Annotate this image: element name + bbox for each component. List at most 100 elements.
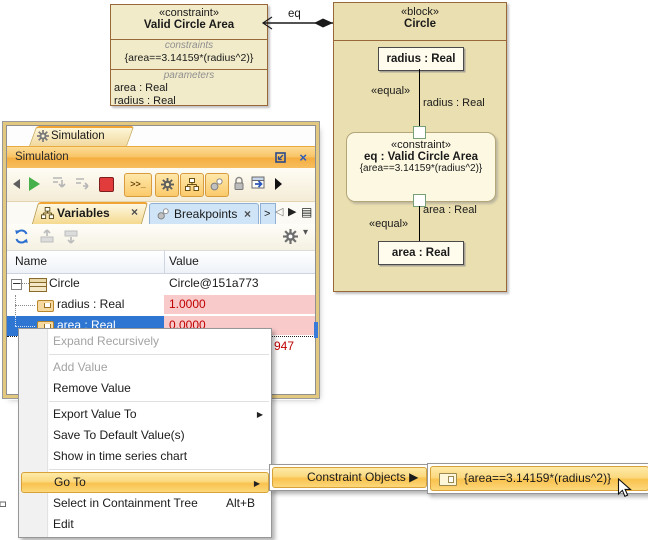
column-header-name[interactable]: Name [15, 254, 47, 268]
inner-constraint-stereotype: «constraint» [347, 139, 495, 151]
parameter-radius: radius : Real [111, 95, 267, 108]
step-over-icon[interactable] [74, 176, 90, 190]
close-tab-icon[interactable]: × [244, 204, 251, 225]
tab-variables-label: Variables [35, 202, 145, 224]
tab-list-icon[interactable]: ▤ [301, 205, 312, 219]
submenu-arrow-icon: ▶ [254, 473, 260, 494]
column-header-value[interactable]: Value [169, 254, 199, 268]
run-button[interactable] [29, 177, 40, 191]
parameters-compartment-label: parameters [111, 70, 267, 82]
menu-item-edit[interactable]: Edit [19, 514, 271, 535]
stop-button[interactable] [99, 177, 114, 192]
tab-variables[interactable]: Variables × [35, 202, 145, 224]
toolbar-overflow-icon[interactable] [275, 178, 282, 190]
pane-tab-row: Variables × Breakpoints × > ◁ ▶ ▤ [7, 202, 315, 224]
radius-pin-label: radius : Real [423, 97, 485, 109]
close-icon[interactable]: × [299, 147, 307, 168]
circle-block-header: «block» Circle [334, 3, 506, 41]
block-circle[interactable]: «block» Circle radius : Real «equal» rad… [333, 2, 507, 292]
table-header[interactable]: Name Value [7, 251, 315, 274]
load-defaults-icon[interactable] [63, 229, 79, 244]
menu-item-remove-value[interactable]: Remove Value [19, 378, 271, 399]
tab-clipped[interactable]: > [260, 203, 276, 225]
menu-separator [49, 354, 269, 355]
document-tab-strip: Simulation [7, 126, 315, 146]
settings-toggle-button[interactable] [155, 173, 179, 197]
menu-item-show-in-time-series[interactable]: Show in time series chart [19, 446, 271, 467]
options-gear-icon[interactable] [283, 229, 298, 244]
step-into-icon[interactable] [51, 176, 67, 190]
table-row-circle[interactable]: Circle Circle@151a773 [7, 274, 315, 295]
table-row-radius[interactable]: radius : Real 1.0000 [7, 295, 315, 316]
go-to-submenu: Constraint Objects ▶ [269, 464, 430, 491]
area-pin-label: area : Real [423, 204, 477, 216]
constraint-stereotype: «constraint» [111, 7, 267, 19]
console-icon: >>_ [130, 179, 146, 189]
constraints-compartment: constraints {area==3.14159*(radius^2)} [111, 39, 267, 69]
refresh-icon[interactable] [14, 229, 29, 244]
menu-item-constraint-object[interactable]: {area==3.14159*(radius^2)} [430, 466, 648, 491]
export-window-icon[interactable] [251, 176, 267, 190]
menu-item-select-in-containment-tree[interactable]: Select in Containment Tree Alt+B [19, 493, 271, 514]
menu-item-expand-recursively[interactable]: Expand Recursively [19, 331, 271, 352]
tab-scroll-right-icon[interactable]: ▶ [288, 205, 296, 218]
float-window-icon[interactable] [274, 151, 287, 164]
constraint-expression: {area==3.14159*(radius^2)} [111, 52, 267, 64]
equal-keyword-bottom: «equal» [369, 218, 408, 230]
constraint-objects-submenu: {area==3.14159*(radius^2)} [427, 463, 648, 494]
close-tab-icon[interactable]: × [131, 202, 138, 223]
mouse-cursor [617, 478, 632, 499]
tab-scroll-left-icon[interactable]: ◁ [275, 205, 283, 218]
submenu-arrow-icon: ▶ [257, 404, 263, 425]
breakpoints-icon [210, 178, 224, 191]
console-toggle-button[interactable]: >>_ [124, 173, 152, 197]
row-value[interactable]: 1.0000 [164, 295, 315, 314]
window-titlebar[interactable]: Simulation × [7, 146, 315, 168]
breakpoints-icon [157, 208, 170, 220]
binding-connector-top [419, 69, 420, 126]
constraints-compartment-label: constraints [111, 40, 267, 52]
binding-connector-bottom [419, 206, 420, 241]
partial-value: 947 [274, 337, 294, 356]
radius-parameter-port[interactable] [413, 126, 426, 139]
error-stripe-marker[interactable] [314, 322, 318, 338]
menu-item-export-value-to[interactable]: Export Value To ▶ [19, 404, 271, 425]
menu-separator [49, 401, 269, 402]
tab-breakpoints[interactable]: Breakpoints × [149, 203, 259, 225]
constraint-block-name: Valid Circle Area [111, 19, 267, 31]
menu-item-go-to[interactable]: Go To ▶ [21, 472, 269, 493]
simulation-document-tab[interactable]: Simulation [29, 126, 127, 146]
menu-item-add-value[interactable]: Add Value [19, 357, 271, 378]
simulation-toolbar: >>_ [7, 168, 315, 202]
block-stereotype: «block» [334, 6, 506, 18]
radius-part-box[interactable]: radius : Real [378, 47, 464, 71]
menu-item-constraint-objects[interactable]: Constraint Objects ▶ [272, 467, 427, 488]
collapse-expander-icon[interactable] [11, 279, 22, 290]
block-instance-icon [29, 278, 47, 292]
row-value[interactable]: Circle@151a773 [164, 274, 315, 293]
containment-tree-icon [0, 496, 7, 510]
menu-item-save-to-default[interactable]: Save To Default Value(s) [19, 425, 271, 446]
submenu-arrow-icon: ▶ [409, 470, 418, 484]
row-name: Circle [49, 274, 80, 293]
lock-icon[interactable] [233, 176, 245, 191]
inner-constraint-name: eq : Valid Circle Area [347, 151, 495, 163]
save-to-default-icon[interactable] [39, 229, 55, 244]
variables-pane-toggle-button[interactable] [180, 173, 204, 197]
area-part-box[interactable]: area : Real [378, 241, 464, 265]
inner-constraint-property[interactable]: «constraint» eq : Valid Circle Area {are… [346, 132, 496, 202]
options-dropdown-caret[interactable]: ▾ [303, 227, 308, 238]
value-property-icon [37, 300, 54, 312]
column-divider[interactable] [164, 251, 165, 273]
block-name: Circle [334, 18, 506, 30]
animate-back-icon[interactable] [13, 179, 20, 189]
equal-keyword-top: «equal» [371, 85, 410, 97]
constraint-object-icon [439, 473, 457, 486]
menu-separator [49, 469, 269, 470]
constraint-block-valid-circle-area[interactable]: «constraint» Valid Circle Area constrain… [110, 4, 268, 106]
gear-icon [161, 178, 174, 191]
breakpoints-pane-toggle-button[interactable] [205, 173, 229, 197]
constraint-block-header: «constraint» Valid Circle Area [111, 5, 267, 39]
variables-pane-toolbar: ▾ [7, 224, 315, 251]
